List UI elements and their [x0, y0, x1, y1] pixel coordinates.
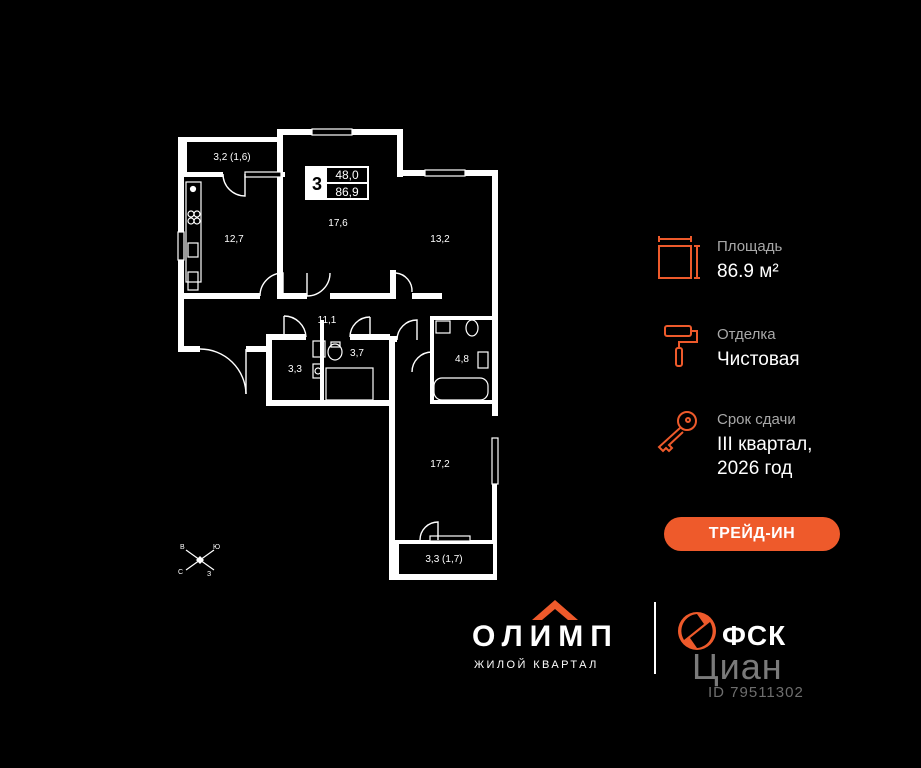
key-icon — [657, 411, 697, 453]
compass-icon: В Ю З С — [178, 544, 220, 578]
area-value: 86.9 м² — [717, 261, 779, 282]
room-label-bedroom-1: 17,6 — [328, 218, 348, 229]
fixtures — [185, 181, 489, 401]
rooms-count: 3 — [312, 174, 322, 194]
olimp-logo-text: ОЛИМП — [472, 620, 619, 653]
room-label-balcony-top: 3,2 (1,6) — [213, 152, 250, 163]
room-label-wardrobe: 3,3 — [288, 364, 302, 375]
rooms-badge: 3 48,0 86,9 — [305, 166, 369, 200]
fsk-logo-icon — [678, 612, 716, 650]
room-label-kitchen: 12,7 — [224, 234, 244, 245]
area-label: Площадь — [717, 238, 783, 255]
compass-north: В — [180, 544, 185, 551]
room-label-bathroom: 4,8 — [455, 354, 469, 365]
delivery-label: Срок сдачи — [717, 411, 796, 428]
room-labels: 3,2 (1,6) 12,7 17,6 13,2 11,1 3,3 3,7 4,… — [213, 152, 469, 565]
room-label-bedroom-2: 13,2 — [430, 234, 450, 245]
listing-id-watermark: ID 79511302 — [708, 684, 804, 701]
trade-in-button[interactable]: ТРЕЙД-ИН — [664, 517, 840, 551]
compass-east: Ю — [213, 544, 220, 551]
total-area-value: 86,9 — [335, 185, 359, 199]
room-label-balcony-bottom: 3,3 (1,7) — [425, 554, 462, 565]
olimp-roof-icon — [532, 600, 578, 620]
paint-roller-icon — [664, 325, 698, 367]
living-area-value: 48,0 — [335, 168, 359, 182]
floor-plan-icon — [658, 236, 700, 279]
compass-south: З — [207, 571, 211, 578]
olimp-logo-subtitle: ЖИЛОЙ КВАРТАЛ — [474, 659, 599, 671]
compass-west: С — [178, 569, 183, 576]
finish-value: Чистовая — [717, 349, 800, 370]
windows — [177, 128, 499, 542]
room-label-hall: 11,1 — [318, 315, 337, 326]
fsk-logo-text: ФСК — [722, 620, 787, 651]
room-label-wc: 3,7 — [350, 348, 364, 359]
room-label-bedroom-3: 17,2 — [430, 459, 450, 470]
delivery-value-line1: III квартал, — [717, 434, 813, 455]
logo-divider — [654, 602, 656, 674]
delivery-value-line2: 2026 год — [717, 458, 793, 479]
finish-label: Отделка — [717, 326, 776, 343]
cian-watermark: Циан — [692, 646, 783, 687]
doors — [199, 173, 439, 541]
